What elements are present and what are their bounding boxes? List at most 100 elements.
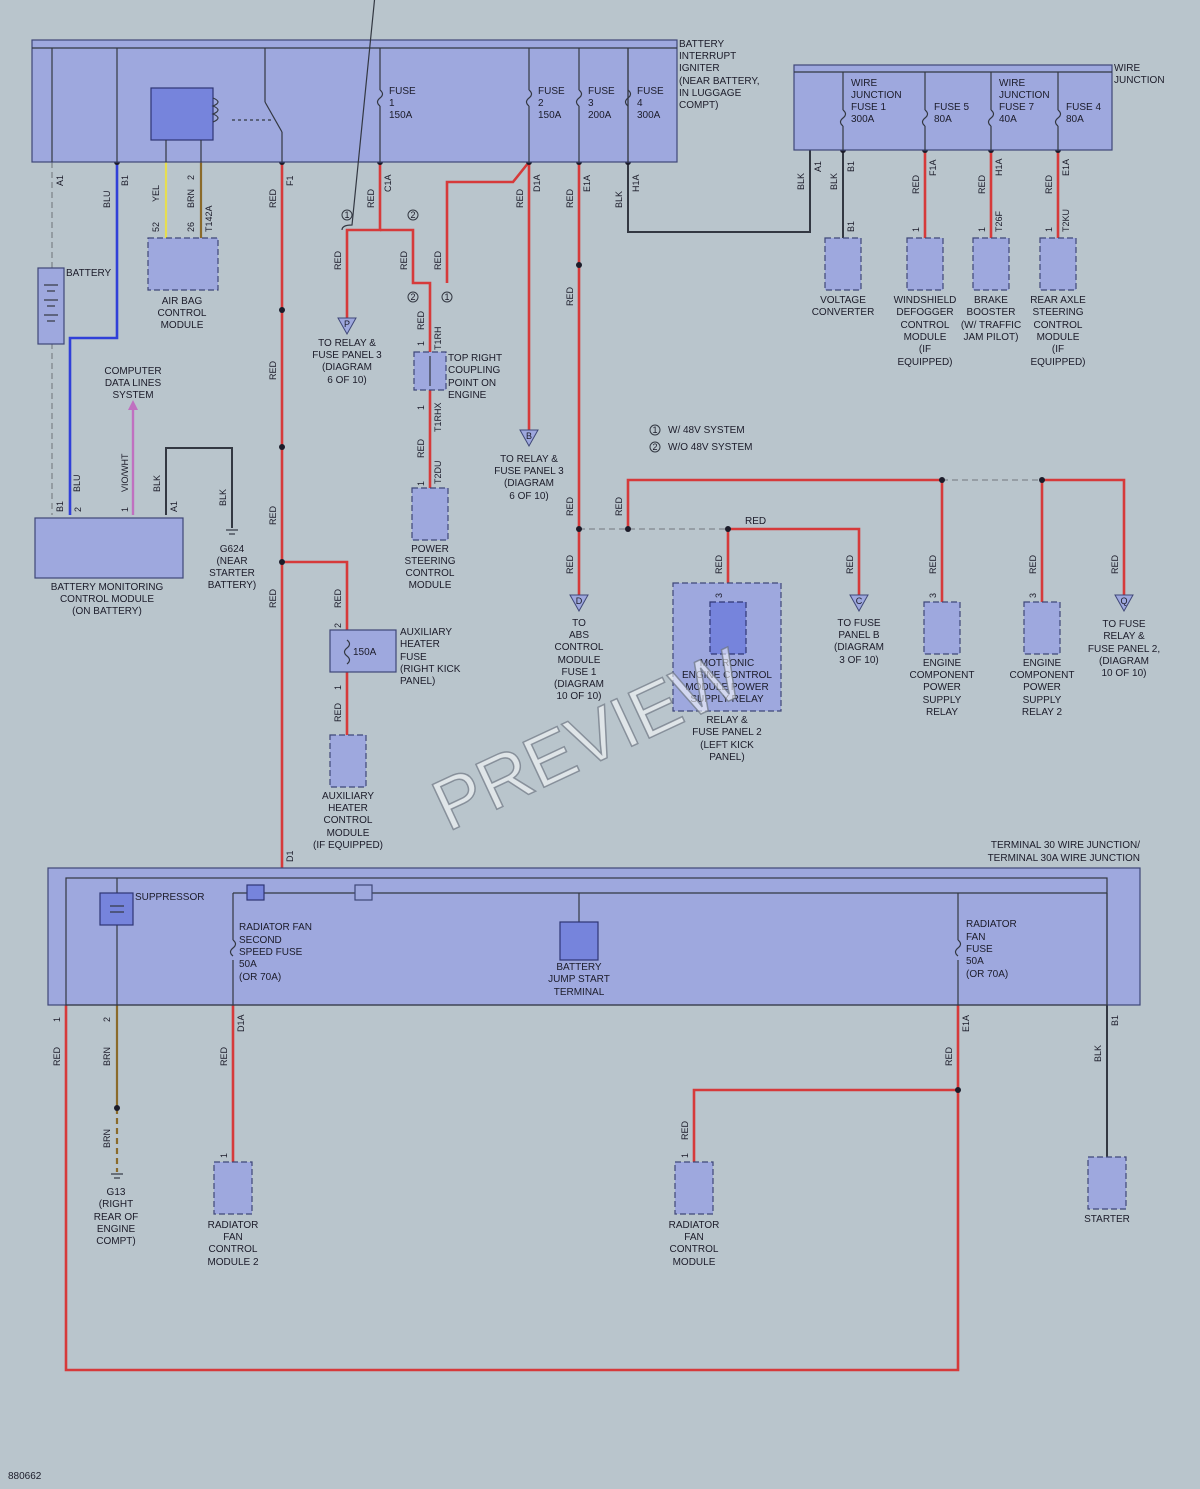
t30-pin-1: 1 xyxy=(52,1017,62,1022)
rascm-l3: CONTROL xyxy=(1034,320,1083,331)
wire-label-red-f1c: RED xyxy=(268,505,278,525)
rascm-l6: EQUIPPED) xyxy=(1030,357,1085,368)
t30-pin-e1a: E1A xyxy=(961,1015,971,1032)
fpb-l4: 3 OF 10) xyxy=(839,655,878,666)
wire-label-red-1: RED xyxy=(433,250,443,270)
wire-label-brn-g13: BRN xyxy=(102,1047,112,1066)
relayp-l2: FUSE PANEL 3 xyxy=(312,350,382,361)
wire-label-red-bus: RED xyxy=(614,496,624,516)
wire-label-viowht: VIO/WHT xyxy=(120,453,130,492)
g13-l1: G13 xyxy=(107,1187,126,1198)
motronic-l3: MODULE POWER xyxy=(685,682,768,693)
relayb-l4: 6 OF 10) xyxy=(509,491,548,502)
connector-arrow-icon xyxy=(337,317,357,336)
g624-l2: (NEAR xyxy=(216,556,247,567)
brake-l2: BOOSTER xyxy=(967,307,1016,318)
fuse-icon xyxy=(1054,109,1062,127)
bmcm-box xyxy=(34,517,184,579)
radiator-fan-module-2: RADIATOR FAN CONTROL MODULE 2 1 xyxy=(207,1153,259,1268)
relayp-l3: (DIAGRAM xyxy=(322,362,372,373)
fpb-l1: TO FUSE xyxy=(837,618,880,629)
t30-pin-2: 2 xyxy=(102,1017,112,1022)
aux-hcm-box xyxy=(329,734,367,788)
terminal-block-icon xyxy=(354,884,373,901)
wj-fuse1-l2: JUNCTION xyxy=(851,90,902,101)
connector-d: D TO ABS CONTROL MODULE FUSE 1 (DIAGRAM … xyxy=(554,594,604,702)
ecpsr2-l2: COMPONENT xyxy=(1010,670,1075,681)
motronic-panel-l2: FUSE PANEL 2 xyxy=(692,727,762,738)
g13-l2: (RIGHT xyxy=(99,1199,133,1210)
abs-l6: (DIAGRAM xyxy=(554,679,604,690)
coupling-pin-1: 1 xyxy=(416,341,426,346)
wj-fuse5-l2: 80A xyxy=(934,114,952,125)
voltage-converter: VOLTAGE CONVERTER BLK BLK B1 xyxy=(796,173,874,318)
wj-fuse7-l2: JUNCTION xyxy=(999,90,1050,101)
diagram-id: 880662 xyxy=(8,1471,42,1482)
connector-p: P TO RELAY & FUSE PANEL 3 (DIAGRAM 6 OF … xyxy=(312,317,382,386)
wire-blk-h1a xyxy=(627,150,811,233)
wire-label-red-d1a: RED xyxy=(515,188,525,208)
rffuse-l4: 50A xyxy=(966,956,984,967)
wj-box xyxy=(793,64,1113,151)
suppressor-label: SUPPRESSOR xyxy=(135,892,204,903)
coupling-l1: TOP RIGHT xyxy=(448,353,502,364)
rf2fuse-l3: SPEED FUSE xyxy=(239,947,303,958)
wire-label-red-ecpsr1: RED xyxy=(928,554,938,574)
rfcm2-l2: FAN xyxy=(223,1232,242,1243)
connector-q-letter: Q xyxy=(1120,596,1127,606)
bii-label-2: INTERRUPT xyxy=(679,51,736,62)
wire-red-rfcm xyxy=(692,1088,958,1162)
wj-fuse7-l1: WIRE xyxy=(999,78,1025,89)
airbag-l1: AIR BAG xyxy=(162,296,203,307)
wire-label-red-e1a: RED xyxy=(565,188,575,208)
wire-red-c1a-p xyxy=(345,162,382,318)
wire-blu-battery xyxy=(68,162,119,515)
wj-fuse7-l3: FUSE 7 xyxy=(999,102,1034,113)
coupling-l3: POINT ON xyxy=(448,378,496,389)
pscm-box xyxy=(411,487,449,541)
ecpsr2-l5: RELAY 2 xyxy=(1022,707,1063,718)
connector-c: C TO FUSE PANEL B (DIAGRAM 3 OF 10) RED xyxy=(834,554,884,666)
bii-label-1: BATTERY xyxy=(679,39,725,50)
rfcm-l3: CONTROL xyxy=(670,1244,719,1255)
bjst-l1: BATTERY xyxy=(556,962,602,973)
relayp-l4: 6 OF 10) xyxy=(327,375,366,386)
bmcm-pin-1: 1 xyxy=(120,507,130,512)
motronic-l2: ENGINE CONTROL xyxy=(682,670,772,681)
wdcm-pin-1: 1 xyxy=(911,227,921,232)
bii-fuse2-l3: 150A xyxy=(538,110,562,121)
wire-label-red-f1d: RED xyxy=(268,588,278,608)
wj-pin-h1a: H1A xyxy=(994,158,1004,176)
wire-junction: WIRE JUNCTION FUSE 1 300A FUSE 5 80A WIR… xyxy=(793,63,1165,176)
g13-l5: COMPT) xyxy=(96,1236,135,1247)
wj-fuse5-l1: FUSE 5 xyxy=(934,102,969,113)
wire-red-loop xyxy=(64,1005,960,1372)
wire-label-red-p: RED xyxy=(333,250,343,270)
coupling-pin-1b: 1 xyxy=(416,405,426,410)
wj-fuse4-l1: FUSE 4 xyxy=(1066,102,1101,113)
computer-data-lines: COMPUTER DATA LINES SYSTEM xyxy=(104,366,162,410)
rascm-pin-t2ku: T2KU xyxy=(1061,209,1071,232)
wire-label-red-bus2: RED xyxy=(745,516,766,527)
g13-l3: REAR OF xyxy=(94,1212,138,1223)
coupling-pin-t1rhx: T1RHX xyxy=(433,402,443,432)
ecpsr2-l1: ENGINE xyxy=(1023,658,1062,669)
wire-label-brn-g13b: BRN xyxy=(102,1129,112,1148)
rfcm2-l1: RADIATOR xyxy=(208,1220,259,1231)
wj-pin-f1a: F1A xyxy=(928,159,938,176)
connector-p-letter: P xyxy=(344,319,350,329)
wire-label-blk-wj: BLK xyxy=(796,173,806,190)
wire-label-red-f1: RED xyxy=(268,188,278,208)
starter-label: STARTER xyxy=(1084,1214,1130,1225)
g13-l4: ENGINE xyxy=(97,1224,136,1235)
connector-d-letter: D xyxy=(576,596,583,606)
fuse-icon xyxy=(954,939,962,957)
g624-l1: G624 xyxy=(220,544,245,555)
wire-label-blk-vc: BLK xyxy=(829,173,839,190)
motronic-panel-l1: RELAY & xyxy=(706,715,748,726)
wire-label-red-coupling-bottom: RED xyxy=(416,438,426,458)
airbag-pin-t142a: T142A xyxy=(204,205,214,232)
wire-label-red-2: RED xyxy=(399,250,409,270)
wdcm-l5: (IF xyxy=(919,344,931,355)
